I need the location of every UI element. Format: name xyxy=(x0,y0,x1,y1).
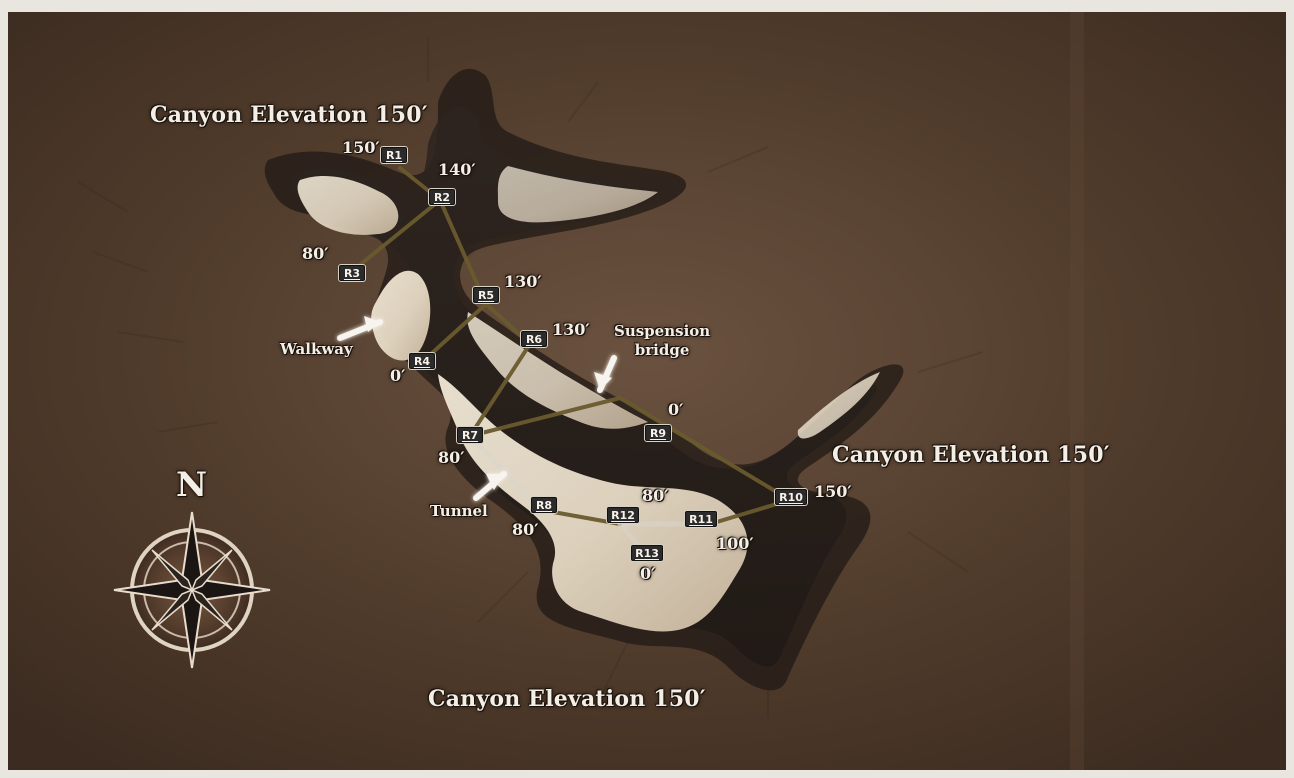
label-walkway: Walkway xyxy=(280,340,353,358)
map-graphics xyxy=(8,12,1286,770)
elev-r9: 0′ xyxy=(668,400,684,419)
bridge-r7-r9 xyxy=(468,396,622,438)
elev-r12: 80′ xyxy=(642,486,669,505)
tunnel-arrow-head xyxy=(486,474,504,490)
marker-r9: R9 xyxy=(644,424,672,442)
label-tunnel: Tunnel xyxy=(430,502,488,520)
canyon-floor-middle xyxy=(438,374,748,632)
elev-r6: 130′ xyxy=(552,320,590,339)
label-bridge: bridge xyxy=(634,341,690,359)
elev-r2: 140′ xyxy=(438,160,476,179)
marker-r5: R5 xyxy=(472,286,500,304)
elev-r11: 100′ xyxy=(716,534,754,553)
canyon-map: Canyon Elevation 150′ Canyon Elevation 1… xyxy=(8,12,1286,770)
marker-r8: R8 xyxy=(530,496,558,514)
elev-r8: 80′ xyxy=(512,520,539,539)
elev-r3: 80′ xyxy=(302,244,329,263)
label-canyon-elevation-top-left: Canyon Elevation 150′ xyxy=(150,102,428,128)
compass-star-sw xyxy=(151,588,194,631)
compass xyxy=(113,511,271,669)
elev-r10: 150′ xyxy=(814,482,852,501)
elev-r7: 80′ xyxy=(438,448,465,467)
walkway-arrow-head xyxy=(364,316,380,332)
canyon-floor-upper-right xyxy=(497,166,658,223)
label-canyon-elevation-right: Canyon Elevation 150′ xyxy=(832,442,1110,468)
label-suspension: Suspension xyxy=(614,322,711,340)
elev-r13: 0′ xyxy=(640,564,656,583)
bridge-r6-r7 xyxy=(468,342,532,438)
label-suspension-bridge: Suspension bridge xyxy=(614,324,710,358)
bridge-r2-r3 xyxy=(354,198,442,270)
canyon-floor-upper xyxy=(297,175,399,235)
elev-r4: 0′ xyxy=(390,366,406,385)
marker-r2: R2 xyxy=(428,188,456,206)
compass-north-label: N xyxy=(176,465,208,505)
marker-r7: R7 xyxy=(456,426,484,444)
suspension-arrow-head xyxy=(594,372,612,390)
marker-r12: R12 xyxy=(606,506,640,524)
label-canyon-elevation-bottom: Canyon Elevation 150′ xyxy=(428,686,706,712)
paper-seam xyxy=(1070,12,1084,770)
marker-r11: R11 xyxy=(684,510,718,528)
canyon-floor-right-arm xyxy=(797,372,880,439)
bridge-r9-r10 xyxy=(618,396,792,502)
canyon-floor-upper-mid xyxy=(467,312,648,429)
marker-r1: R1 xyxy=(380,146,408,164)
canyon-floor-walkway xyxy=(371,270,431,361)
marker-r10: R10 xyxy=(774,488,808,506)
marker-r6: R6 xyxy=(520,330,548,348)
marker-r3: R3 xyxy=(338,264,366,282)
marker-r13: R13 xyxy=(630,544,664,562)
elev-r5: 130′ xyxy=(504,272,542,291)
marker-r4: R4 xyxy=(408,352,436,370)
elev-r1: 150′ xyxy=(342,138,380,157)
arrows xyxy=(337,316,617,501)
